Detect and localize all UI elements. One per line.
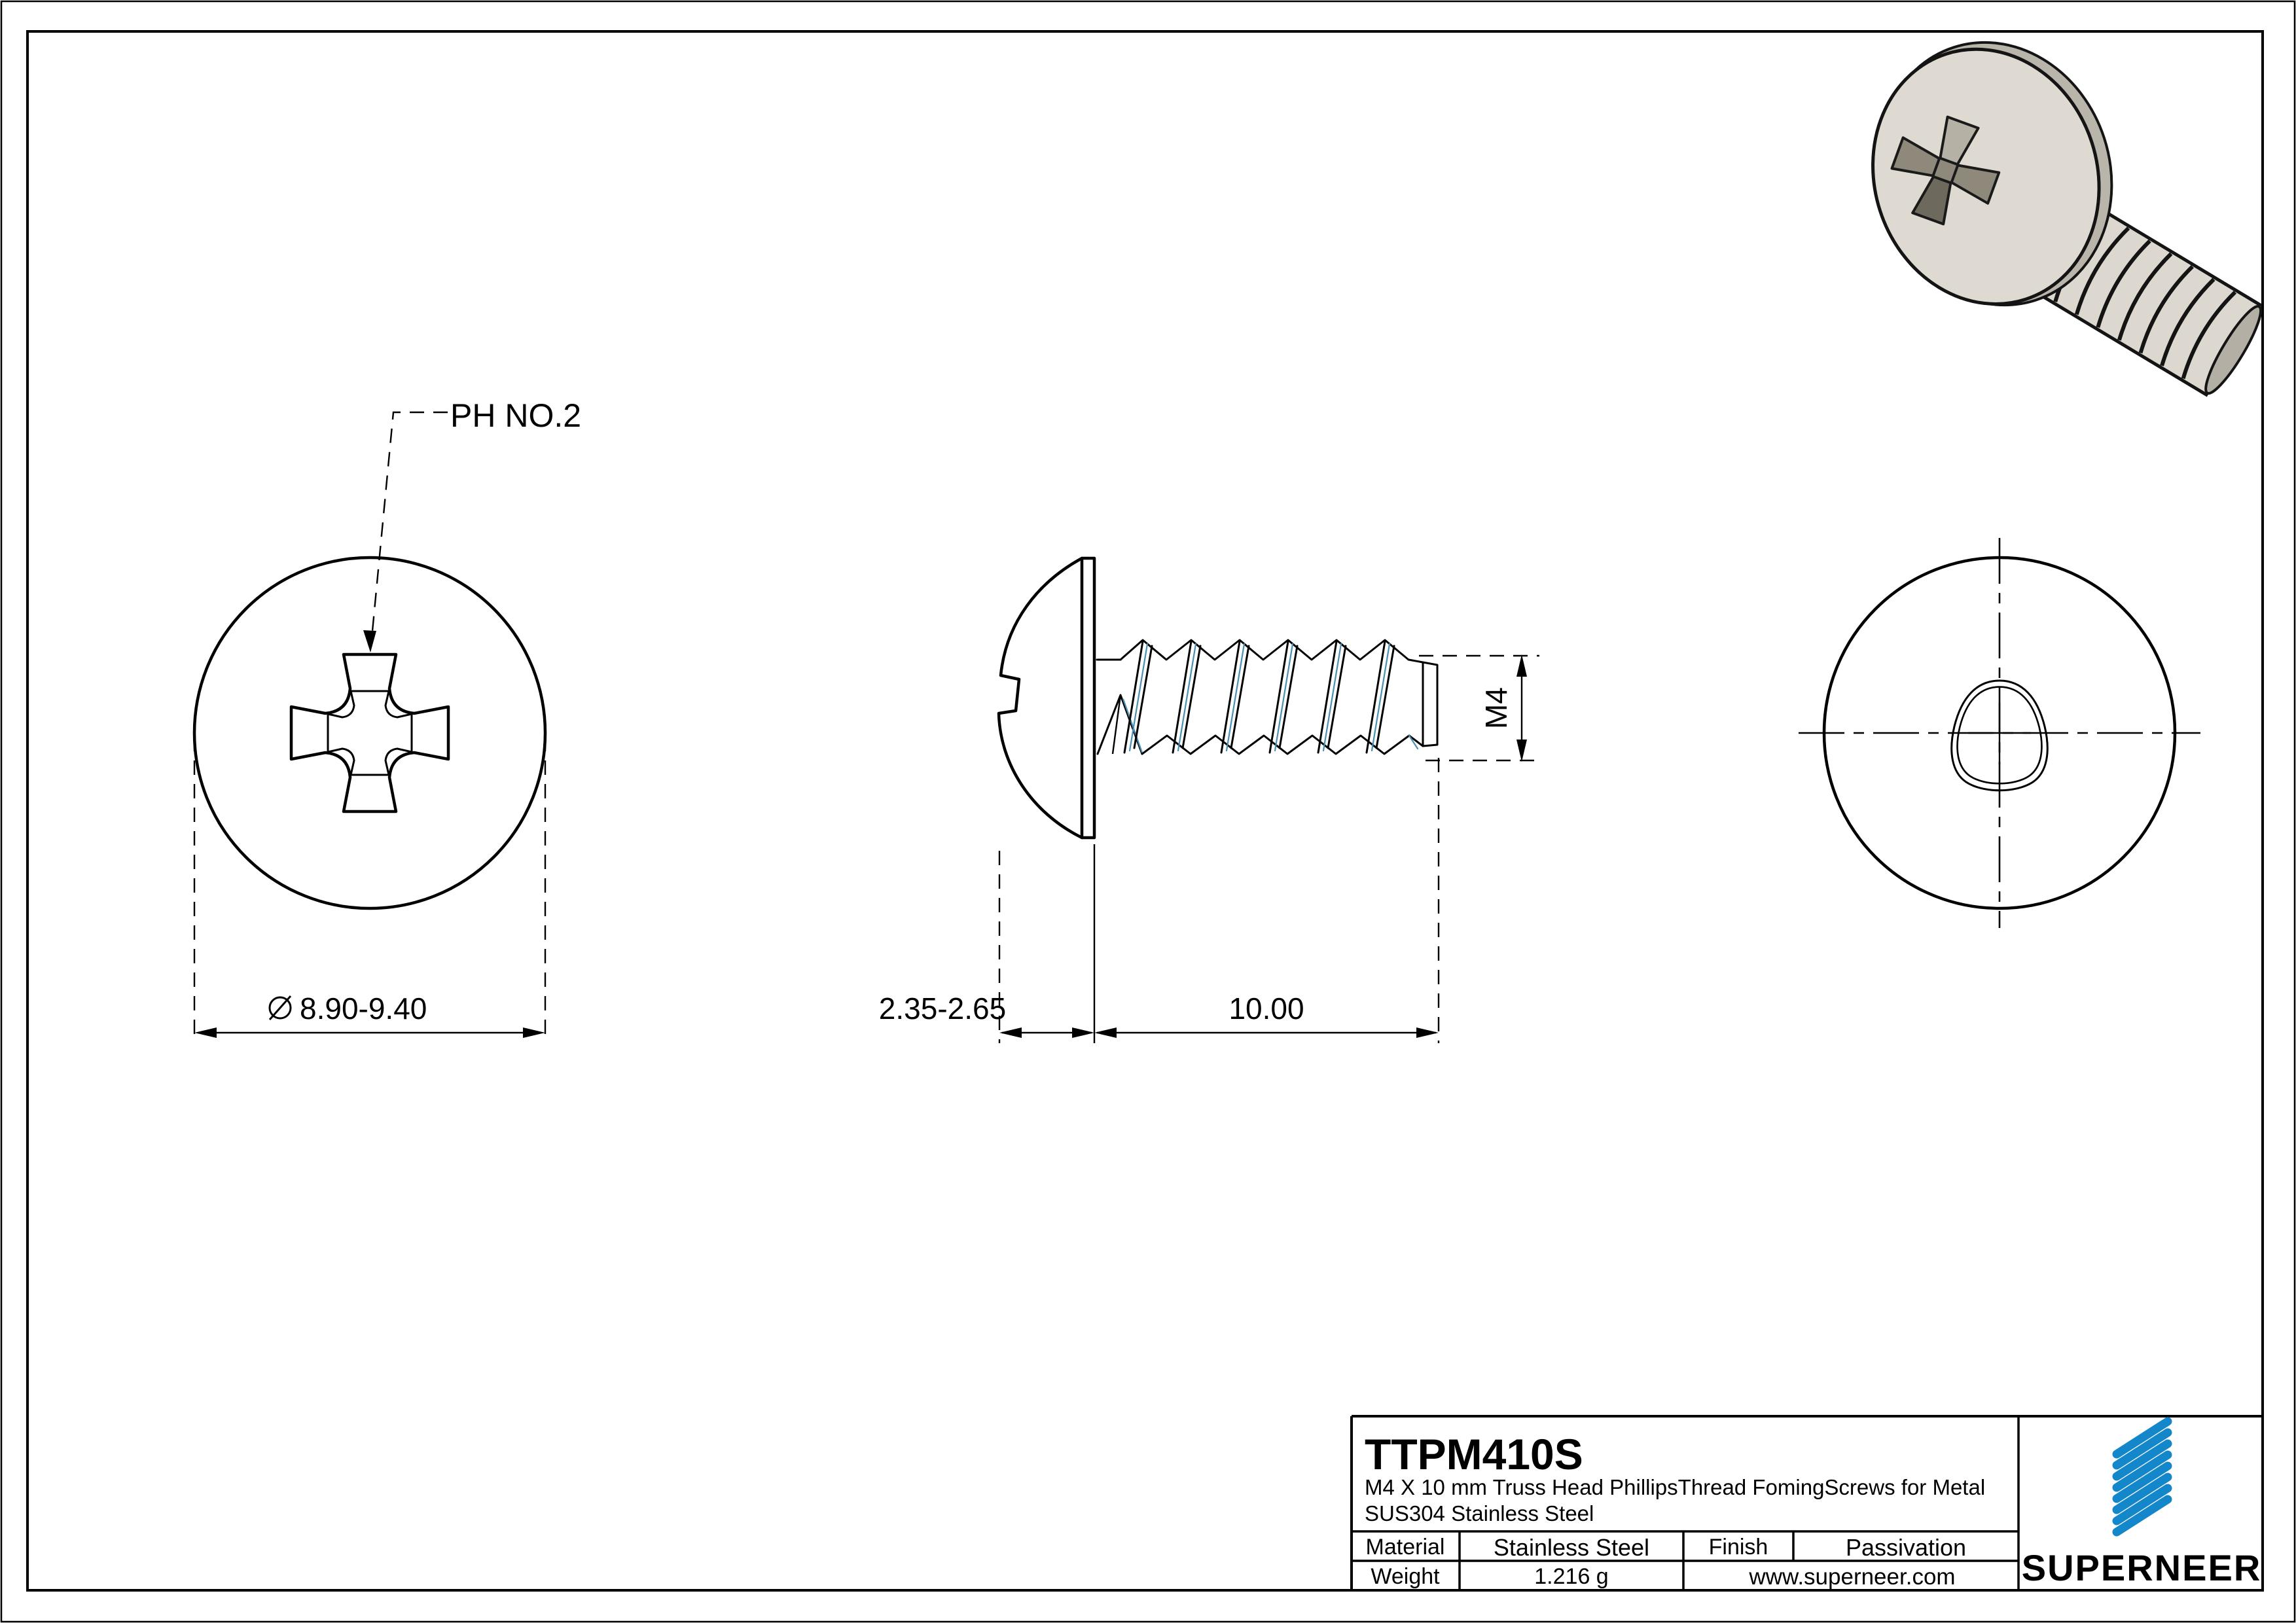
render-head xyxy=(1871,41,2113,307)
render-shank-tip xyxy=(2204,305,2263,395)
render-thread-ribs xyxy=(2032,201,2237,380)
phillips-cross-outer xyxy=(289,652,450,813)
dim-arrowhead-icon xyxy=(1416,1027,1439,1038)
material-value: Stainless Steel xyxy=(1494,1534,1649,1561)
dim-arrowhead-icon xyxy=(1516,654,1527,677)
brand-name: SUPERNEER xyxy=(2022,1547,2262,1588)
diameter-symbol-icon xyxy=(268,995,292,1020)
thread-length-dim: 10.00 xyxy=(1229,991,1304,1026)
website-link[interactable]: www.superneer.com xyxy=(1748,1564,1955,1590)
side-view: 2.35-2.65 10.00 M4 xyxy=(879,556,1539,1043)
phillips-cross-inner xyxy=(327,690,413,776)
dim-arrowhead-icon xyxy=(194,1027,217,1038)
title-block-grid xyxy=(1352,1416,2020,1590)
recess-leader-line xyxy=(370,411,448,645)
front-view: PH NO.2 8.90-9.40 xyxy=(192,397,581,1043)
brand-logo-stripes-icon xyxy=(2112,1417,2172,1537)
head-back-circle xyxy=(1822,556,2177,910)
head-dome-profile xyxy=(997,556,1084,840)
screw-3d-render xyxy=(1871,41,2263,397)
thread-crest-top xyxy=(1119,639,1424,664)
dim-arrowhead-icon xyxy=(1516,740,1527,762)
trilobe-outer xyxy=(1950,679,2049,792)
drawing-frame xyxy=(26,30,2264,1592)
leader-arrowhead-icon xyxy=(363,630,376,652)
phillips-cross xyxy=(289,652,450,813)
finish-value: Passivation xyxy=(1846,1534,1966,1561)
dim-arrowhead-icon xyxy=(523,1027,545,1038)
material-label: Material xyxy=(1366,1535,1445,1560)
render-phillips-recess xyxy=(1890,115,2001,226)
part-number: TTPM410S xyxy=(1365,1430,1583,1478)
thread-runout-inner xyxy=(1111,694,1122,755)
title-block: TTPM410S M4 X 10 mm Truss Head PhillipsT… xyxy=(1350,1415,2263,1590)
head-face xyxy=(1080,556,1096,840)
description-line2: SUS304 Stainless Steel xyxy=(1365,1501,1594,1525)
head-diameter-dim: 8.90-9.40 xyxy=(300,991,427,1026)
thread-size-dim: M4 xyxy=(1479,687,1513,729)
dim-arrowhead-icon xyxy=(1094,1027,1117,1038)
thread-crest-bottom xyxy=(1141,734,1424,755)
finish-label: Finish xyxy=(1709,1535,1768,1560)
thread-tip xyxy=(1422,661,1439,747)
head-height-dim: 2.35-2.65 xyxy=(879,991,1006,1026)
dim-arrowhead-icon xyxy=(1072,1027,1094,1038)
weight-value: 1.216 g xyxy=(1534,1564,1608,1589)
recess-label: PH NO.2 xyxy=(450,397,581,434)
thread-helix-blue xyxy=(1122,698,1143,753)
trilobe-inner xyxy=(1956,686,2043,785)
center-mark-icon xyxy=(1968,703,2031,764)
head-outline-circle xyxy=(192,556,547,910)
dim-arrowhead-icon xyxy=(999,1027,1022,1038)
thread-flanks xyxy=(1123,640,1419,754)
weight-label: Weight xyxy=(1371,1564,1440,1589)
description-line1: M4 X 10 mm Truss Head PhillipsThread Fom… xyxy=(1365,1475,1985,1499)
back-view xyxy=(1799,538,2200,928)
